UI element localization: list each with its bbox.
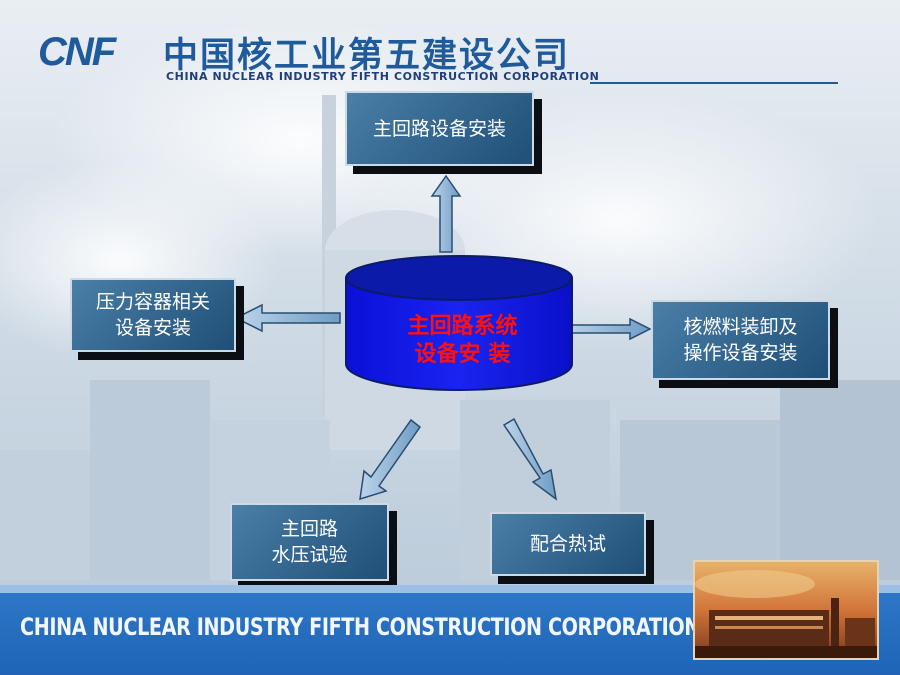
left-box-line2: 设备安装	[114, 317, 191, 339]
center-label: 主回路系统 设备安 装	[360, 313, 565, 369]
plant-photo	[693, 560, 879, 660]
right-box-line2: 操作设备安装	[683, 342, 798, 364]
bottom-right-box: 配合热试	[490, 512, 646, 576]
bottom-left-box: 主回路 水压试验	[230, 503, 389, 581]
header-divider	[590, 82, 838, 84]
footer-stripe	[0, 585, 900, 593]
arrow-up-icon	[430, 174, 462, 253]
top-box-label: 主回路设备安装	[372, 117, 506, 140]
bottom-left-box-line1: 主回路	[280, 518, 338, 540]
right-box-line1: 核燃料装卸及	[683, 316, 798, 338]
left-box-line1: 压力容器相关	[95, 291, 210, 313]
center-label-line1: 主回路系统	[407, 314, 518, 339]
bottom-right-box-label: 配合热试	[529, 533, 606, 555]
center-label-line2: 设备安 装	[414, 342, 511, 367]
arrow-right-icon	[562, 317, 652, 341]
arrow-left-icon	[234, 303, 341, 333]
bottom-left-box-line2: 水压试验	[271, 544, 348, 566]
center-cylinder	[345, 255, 573, 391]
top-box: 主回路设备安装	[345, 91, 534, 166]
arrow-down-right-icon	[502, 417, 558, 501]
cnf-logo: CNF	[38, 30, 116, 74]
company-name-cn: 中国核工业第五建设公司	[163, 36, 571, 76]
arrow-down-left-icon	[359, 418, 422, 501]
right-box: 核燃料装卸及 操作设备安装	[651, 300, 830, 380]
company-name-en: CHINA NUCLEAR INDUSTRY FIFTH CONSTRUCTIO…	[166, 70, 600, 83]
footer-company-name: CHINA NUCLEAR INDUSTRY FIFTH CONSTRUCTIO…	[20, 613, 700, 641]
left-box: 压力容器相关 设备安装	[70, 278, 236, 352]
header: CNF 中国核工业第五建设公司 CHINA NUCLEAR INDUSTRY F…	[0, 0, 900, 95]
